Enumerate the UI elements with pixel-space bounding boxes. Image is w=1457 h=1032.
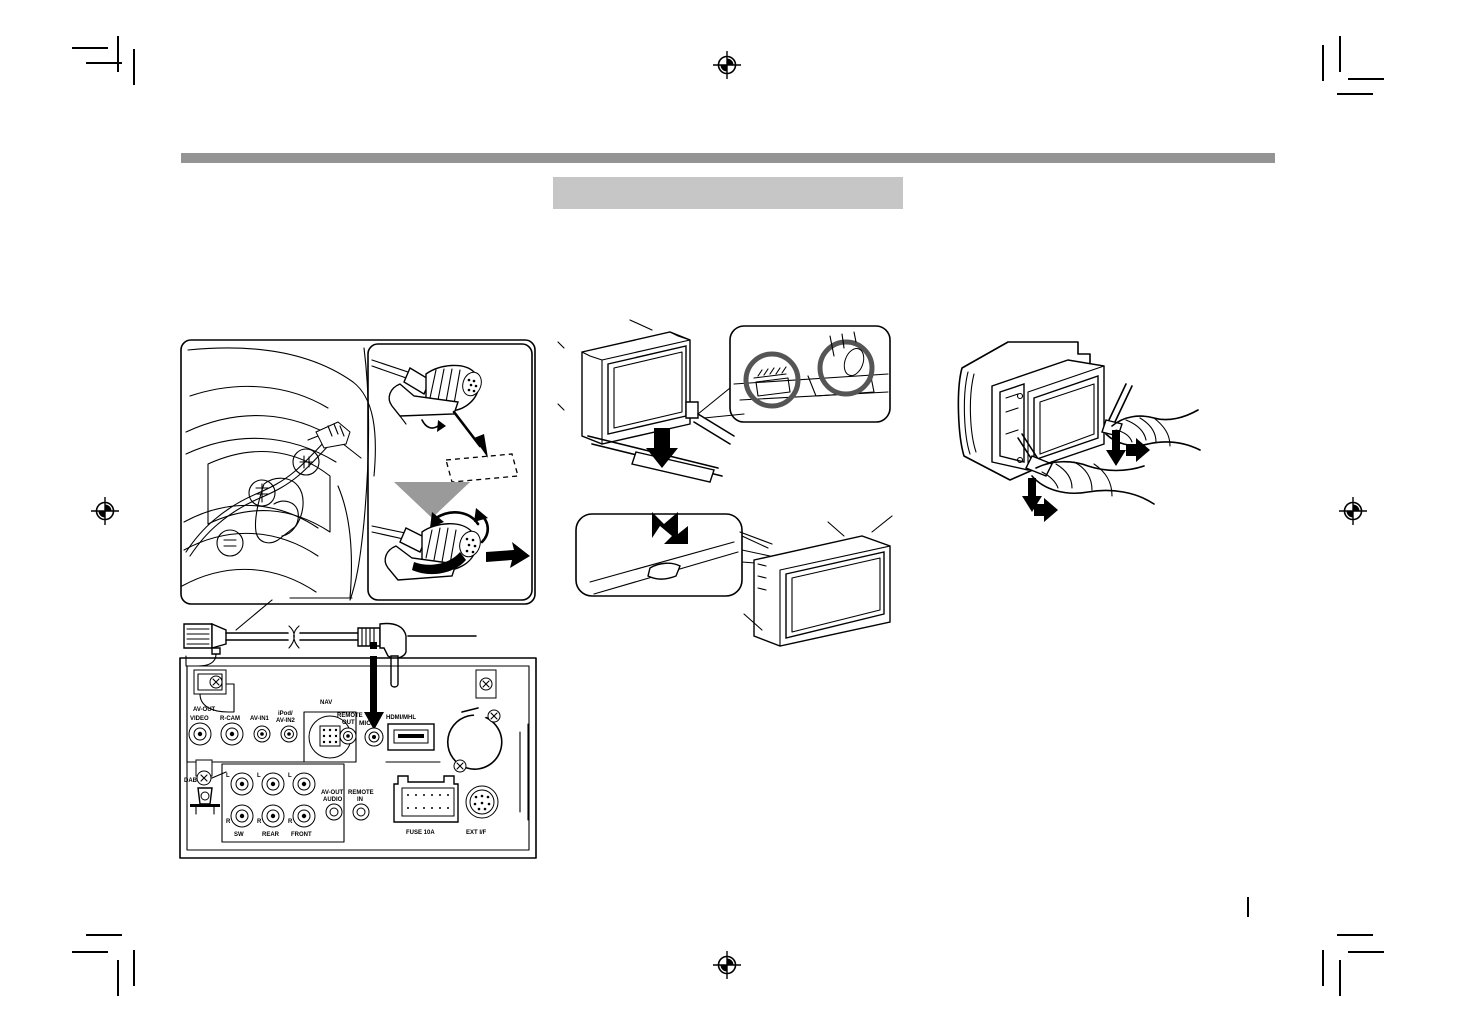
label-r: R — [257, 819, 262, 825]
microphone-installation-figure — [180, 339, 536, 605]
crop-mark — [133, 950, 135, 986]
label-av-out: AV-OUT — [193, 707, 216, 713]
head-unit-chassis — [991, 359, 1105, 471]
rca-row-top — [188, 722, 298, 746]
crop-mark — [117, 960, 119, 996]
extraction-key-right — [1101, 383, 1133, 437]
label-remote-in-2: IN — [357, 797, 363, 803]
registration-target — [713, 51, 741, 79]
label-fuse: FUSE 10A — [406, 830, 435, 836]
dab-connector — [190, 759, 227, 815]
rca-audio-block — [230, 772, 316, 828]
hdmi-connector — [387, 723, 435, 751]
crop-mark — [1247, 897, 1249, 917]
car-interior-view — [181, 347, 376, 601]
rear-connector-panel-figure: AV-OUT VIDEO R-CAM AV-IN1 iPod/ AV-IN2 N… — [179, 622, 537, 859]
crop-mark — [1322, 45, 1324, 81]
label-remote-in: REMOTE — [348, 790, 374, 796]
trim-plate-detail-figure — [575, 512, 893, 647]
label-av-in2: AV-IN2 — [276, 718, 296, 724]
registration-target — [91, 497, 119, 525]
antenna-socket — [447, 669, 503, 773]
label-ext-if: EXT I/F — [466, 830, 487, 836]
label-front: FRONT — [291, 832, 312, 838]
crop-mark — [117, 36, 119, 72]
mic-cable-leader — [235, 597, 353, 631]
label-hdmi-mhl: HDMI/MHL — [386, 715, 416, 721]
crop-mark — [133, 49, 135, 85]
crop-mark — [1339, 36, 1341, 72]
crop-mark — [86, 934, 122, 936]
registration-target — [1339, 497, 1367, 525]
label-remote-out-2: OUT — [342, 720, 355, 726]
label-dab: DAB — [184, 778, 198, 784]
crop-mark — [1339, 960, 1341, 996]
nav-connector — [303, 711, 357, 763]
label-rear: REAR — [262, 832, 280, 838]
section-title-block — [553, 177, 903, 209]
step-arrow — [394, 482, 470, 518]
label-av-in1: AV-IN1 — [250, 716, 270, 722]
label-l: L — [288, 773, 292, 779]
crop-mark — [86, 62, 122, 64]
pull-out-arrow — [1034, 498, 1058, 522]
crop-mark — [1322, 950, 1324, 986]
label-video: VIDEO — [190, 716, 209, 722]
microphone-on-pillar — [307, 421, 351, 449]
crop-mark — [72, 47, 108, 49]
label-l: L — [257, 773, 261, 779]
release-hook-bubble — [575, 512, 743, 597]
latch-detail-bubble — [697, 325, 891, 423]
hand-left — [1031, 460, 1155, 505]
label-sw: SW — [234, 832, 244, 838]
label-nav: NAV — [320, 700, 332, 706]
head-unit-front — [743, 515, 893, 647]
unit-extraction-figure — [957, 341, 1201, 522]
ext-if-connector — [465, 785, 499, 819]
clip-callout-circle — [216, 529, 244, 557]
crop-mark — [1348, 78, 1384, 80]
label-remote-out: REMOTE — [337, 713, 363, 719]
power-harness-connector — [393, 775, 459, 823]
crop-mark — [1337, 934, 1373, 936]
magnifier-circle — [743, 351, 801, 409]
label-r: R — [288, 819, 293, 825]
pull-out-arrow — [1126, 438, 1150, 462]
adhesive-mount-pad — [445, 453, 519, 483]
dashboard-opening — [957, 341, 1091, 481]
mic-pointer-arrow — [364, 642, 384, 730]
crop-mark — [72, 951, 108, 953]
hook-up-right-arrow — [652, 512, 688, 544]
press-down-arrow — [1022, 478, 1042, 512]
header-rule — [181, 153, 1275, 163]
label-ipod: iPod/ — [278, 711, 293, 717]
registration-target — [713, 951, 741, 979]
clip-callout-circle — [248, 479, 276, 507]
label-mic: MIC — [359, 720, 371, 727]
label-av-out-audio: AV-OUT — [321, 790, 344, 796]
crop-mark — [1348, 951, 1384, 953]
label-r-cam: R-CAM — [220, 716, 240, 722]
head-unit — [557, 319, 699, 445]
microphone-clip-detail — [367, 343, 533, 601]
magnifier-circle — [817, 339, 875, 397]
press-down-arrow — [1106, 430, 1126, 466]
faceplate-removal-figure — [557, 319, 891, 483]
pull-down-arrow — [646, 428, 678, 468]
clip-callout-circle — [292, 448, 320, 476]
label-r: R — [226, 819, 231, 825]
crop-mark — [1337, 93, 1373, 95]
microphone-cable — [183, 622, 477, 688]
label-l: L — [226, 773, 230, 779]
label-av-out-audio-2: AUDIO — [323, 797, 343, 803]
